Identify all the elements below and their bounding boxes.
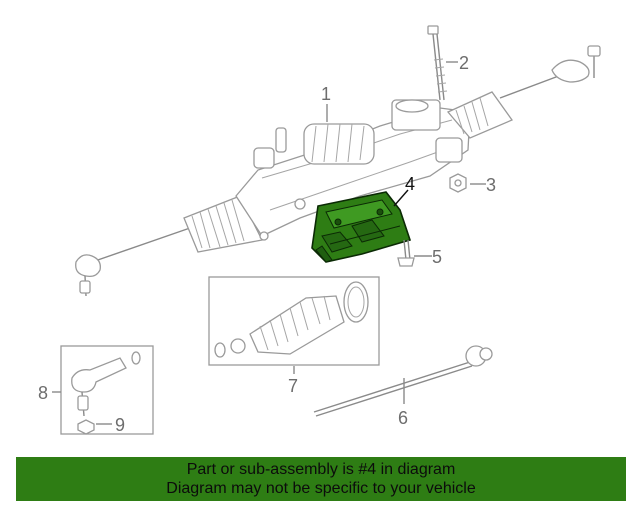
callout-2: 2 (459, 53, 469, 73)
callout-8: 8 (38, 383, 48, 403)
callout-labels: 1 2 3 4 5 6 7 8 9 (38, 53, 496, 435)
inner-tie-rod-part-6 (313, 345, 493, 417)
parts-diagram: 1 2 3 4 5 6 7 8 9 (38, 25, 601, 435)
callout-9: 9 (115, 415, 125, 435)
left-boot (183, 195, 263, 253)
left-tie-rod-assembly (75, 227, 191, 297)
boot-kit-box-7 (208, 276, 380, 366)
right-tie-rod-assembly (499, 45, 601, 99)
rack-housing (235, 99, 471, 241)
callout-5: 5 (432, 247, 442, 267)
callout-3: 3 (486, 175, 496, 195)
outer-tie-rod-box-8 (60, 345, 154, 435)
banner-line-1: Part or sub-assembly is #4 in diagram (186, 461, 456, 478)
banner-line-2: Diagram may not be specific to your vehi… (166, 480, 476, 497)
callout-7: 7 (288, 376, 298, 396)
bolt-part-5 (397, 239, 415, 267)
highlighted-part-4 (311, 191, 412, 263)
nut-part-3 (449, 173, 467, 193)
info-banner: Part or sub-assembly is #4 in diagram Di… (16, 457, 626, 501)
leader-lines (52, 61, 486, 425)
callout-6: 6 (398, 408, 408, 428)
bolt-part-2 (427, 25, 448, 101)
right-boot (446, 91, 513, 139)
callout-4: 4 (405, 174, 415, 194)
callout-1: 1 (321, 84, 331, 104)
